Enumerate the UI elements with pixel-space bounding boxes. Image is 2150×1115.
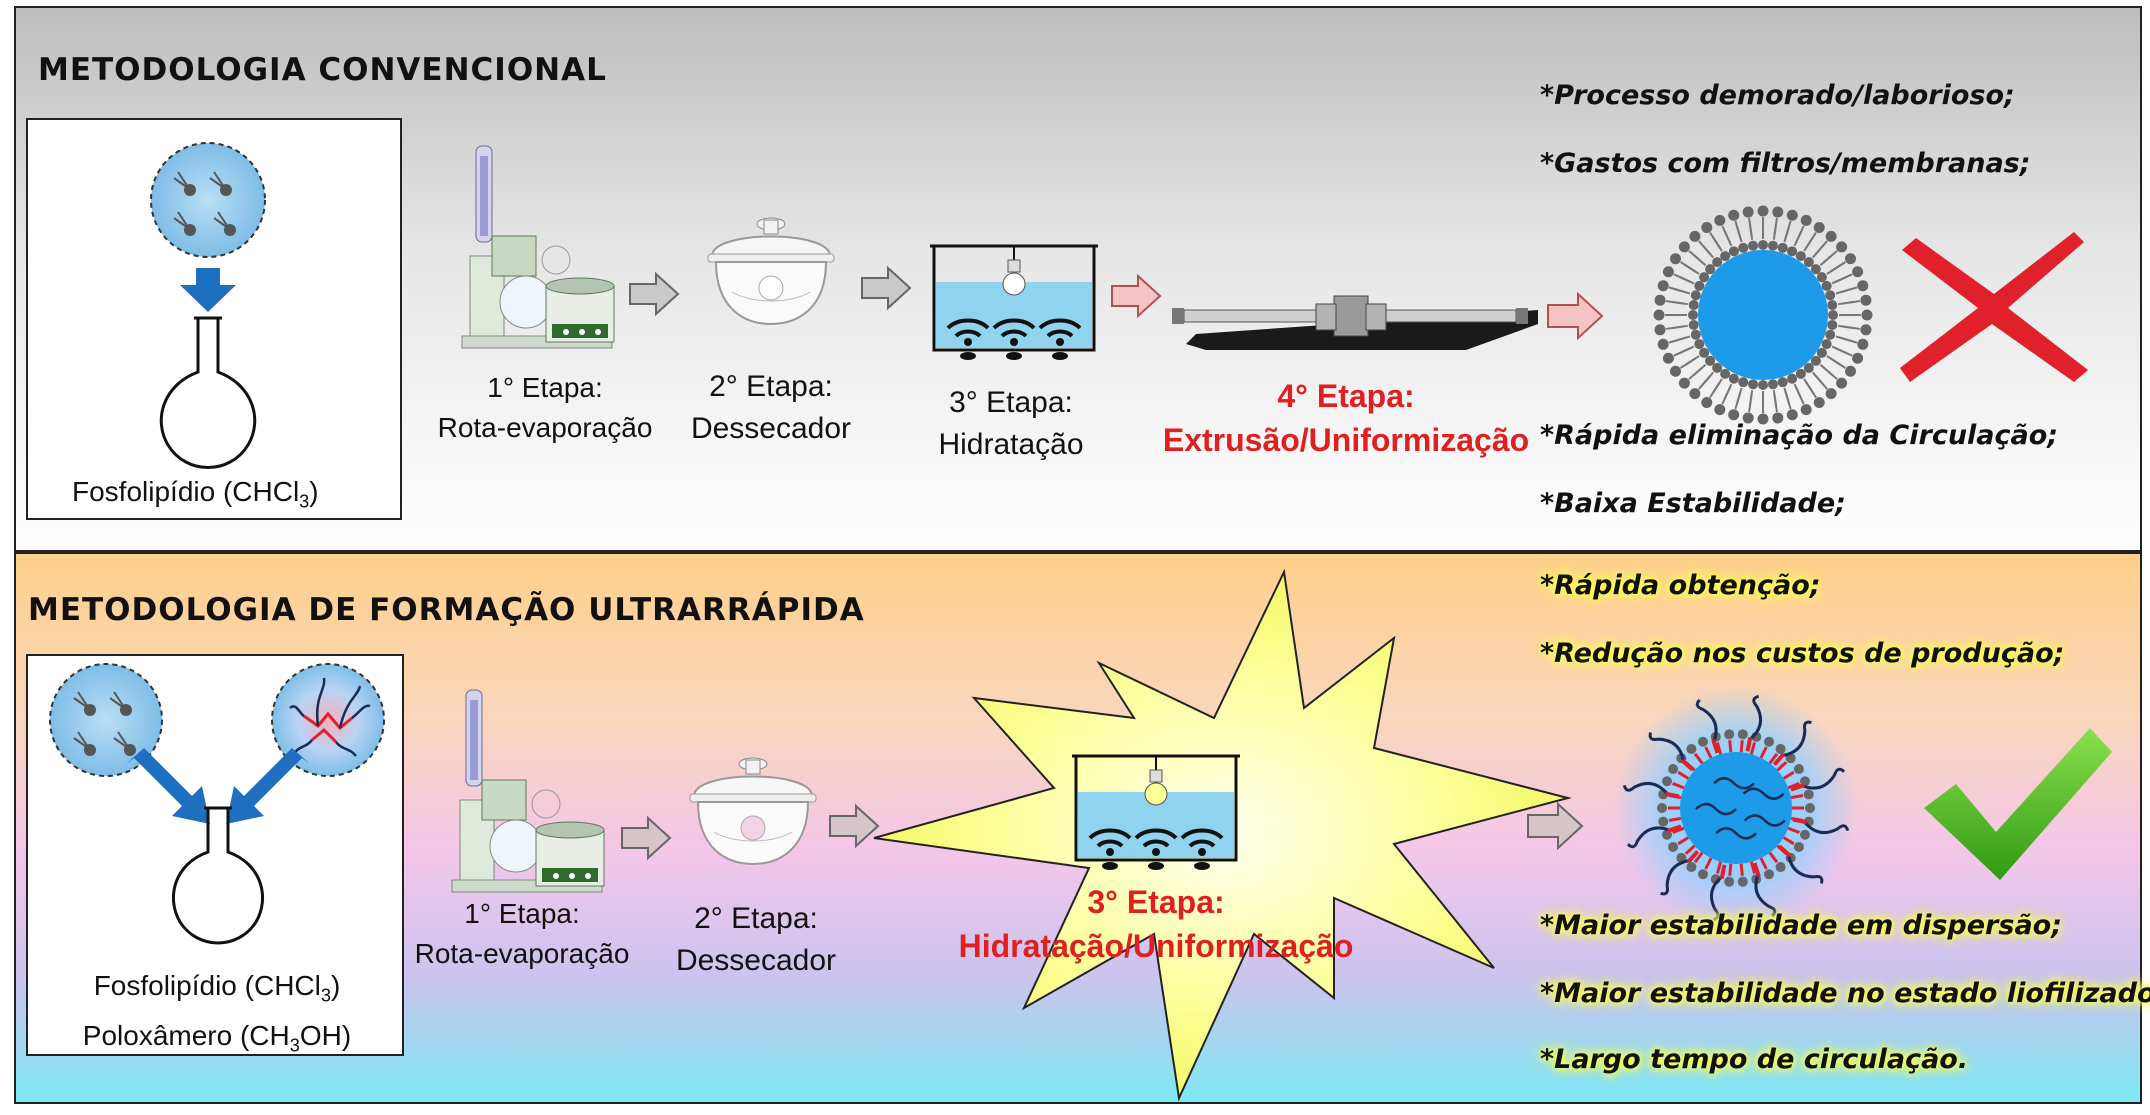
process-arrow-icon xyxy=(1527,801,1584,851)
cross-icon xyxy=(1900,232,2088,382)
conventional-step3-label: 3° Etapa:Hidratação xyxy=(938,386,1084,461)
conventional-step1-label: 1° Etapa:Rota-evaporação xyxy=(437,372,653,443)
conventional-note-1: *Processo demorado/laborioso; xyxy=(1540,80,2015,111)
conventional-note-3: *Rápida eliminação da Circulação; xyxy=(1540,420,2059,451)
conventional-method-panel: METODOLOGIA CONVENCIONAL xyxy=(14,6,2142,552)
ultrasonic-bath-icon xyxy=(930,244,1098,360)
poloxamer-bubble-icon xyxy=(271,663,385,777)
desiccator-icon xyxy=(689,757,817,866)
phospholipid-poloxamer-flask-illustration xyxy=(49,663,385,945)
ultrafast-note-2: *Redução nos custos de produção; xyxy=(1540,638,2065,669)
diagonal-arrow-icon xyxy=(226,748,310,824)
conventional-step2-label: 2° Etapa:Dessecador xyxy=(690,370,852,445)
phospholipid-bubble-icon xyxy=(49,663,163,777)
extruder-icon xyxy=(1172,295,1538,350)
conventional-step4-label: 4° Etapa:Extrusão/Uniformização xyxy=(1162,378,1530,458)
round-flask-icon xyxy=(171,806,265,945)
ultrafast-step2-label: 2° Etapa:Dessecador xyxy=(675,902,837,977)
ultrafast-method-panel: METODOLOGIA DE FORMAÇÃO ULTRARRÁPIDA xyxy=(14,552,2150,1104)
conventional-note-2: *Gastos com filtros/membranas; xyxy=(1540,148,2031,179)
process-arrow-icon xyxy=(829,803,880,849)
highlight-arrow-icon xyxy=(1111,273,1162,319)
rotary-evaporator-icon xyxy=(451,689,605,893)
check-icon xyxy=(1924,728,2112,880)
ultrafast-start-label: Fosfolipídio (CHCl3) Poloxâmero (CH3OH) xyxy=(82,970,352,1056)
conventional-start-label: Fosfolipídio (CHCl3) xyxy=(72,476,319,512)
ultrafast-note-5: *Largo tempo de circulação. xyxy=(1540,1044,1969,1075)
desiccator-icon xyxy=(707,217,835,326)
ultrafast-note-4: *Maior estabilidade no estado liofilizad… xyxy=(1540,978,2150,1009)
conventional-title: METODOLOGIA CONVENCIONAL xyxy=(38,52,607,88)
round-flask-icon xyxy=(159,316,257,469)
conventional-note-4: *Baixa Estabilidade; xyxy=(1540,488,1846,519)
process-arrow-icon xyxy=(861,265,912,311)
conventional-start-box: Fosfolipídio (CHCl3) xyxy=(26,118,402,520)
stabilized-liposome-icon xyxy=(1614,686,1858,930)
ultrafast-note-1: *Rápida obtenção; xyxy=(1540,570,1821,601)
ultrafast-step3-label: 3° Etapa:Hidratação/Uniformização xyxy=(958,884,1354,964)
ultrafast-note-3: *Maior estabilidade em dispersão; xyxy=(1540,910,2063,941)
ultrafast-step1-label: 1° Etapa:Rota-evaporação xyxy=(414,898,630,969)
rotary-evaporator-icon xyxy=(461,145,615,349)
down-arrow-icon xyxy=(180,268,236,312)
highlight-arrow-icon xyxy=(1547,291,1604,341)
phospholipid-bubble-icon xyxy=(150,142,266,258)
ultrasonic-bath-icon xyxy=(1072,754,1240,870)
phospholipid-flask-illustration xyxy=(150,142,266,469)
diagonal-arrow-icon xyxy=(126,748,210,824)
ultrafast-start-box: Fosfolipídio (CHCl3) Poloxâmero (CH3OH) xyxy=(26,654,404,1056)
process-arrow-icon xyxy=(629,271,680,317)
liposome-icon xyxy=(1653,205,1873,425)
ultrafast-title: METODOLOGIA DE FORMAÇÃO ULTRARRÁPIDA xyxy=(28,592,865,628)
process-arrow-icon xyxy=(621,815,672,861)
